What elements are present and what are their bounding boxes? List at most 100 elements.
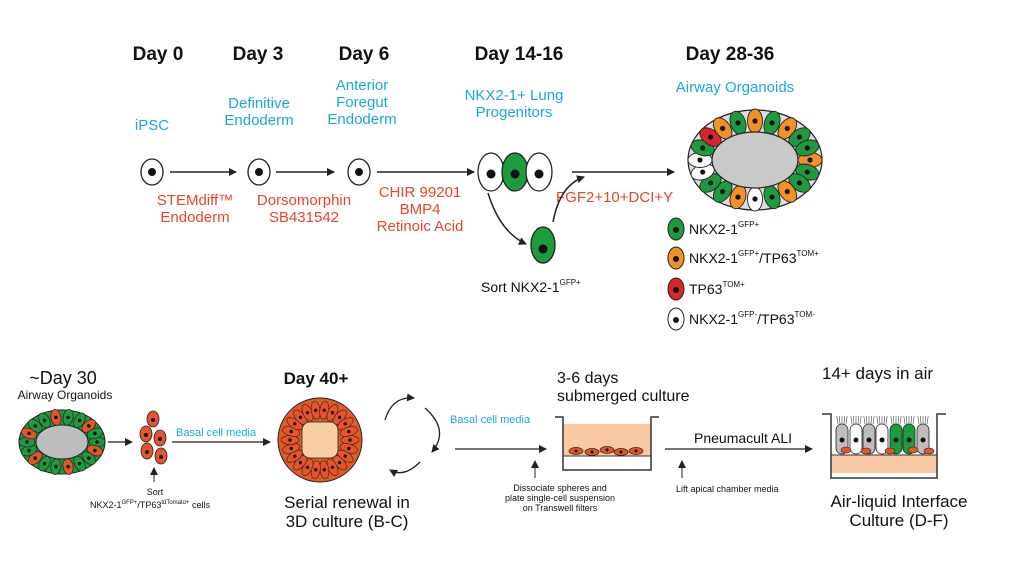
sphere-cell-nucleus xyxy=(330,411,335,415)
progenitor-cluster xyxy=(477,152,553,192)
ali-cilia xyxy=(885,415,888,425)
ali-basal-cell xyxy=(923,447,935,455)
treatment-fgf: FGF2+10+DCI+Y xyxy=(556,189,674,206)
ali-cilia xyxy=(924,415,926,425)
organoid-cell-nucleus xyxy=(720,188,726,195)
ali-cilia xyxy=(906,415,908,425)
sorted-green-cell xyxy=(530,226,556,264)
ali-cell-nucleus xyxy=(893,437,899,443)
legend-swatch-green xyxy=(667,217,685,241)
dissociate-label: Dissociate spheres and plate single-cell… xyxy=(504,483,616,514)
day-6-label: Day 6 xyxy=(338,44,390,65)
small-organoid-cell-nucleus xyxy=(93,448,97,453)
stage-definitive-endoderm: Definitive Endoderm xyxy=(224,95,294,129)
sort-cells-label: NKX2-1GFP+/TP63tdTomato+ cells xyxy=(89,500,211,510)
organoid-cell-nucleus xyxy=(804,169,810,175)
sphere-cell-nucleus xyxy=(330,465,335,469)
legend-label-2: TP63TOM+ xyxy=(689,280,745,297)
basal-sphere xyxy=(277,397,363,483)
small-organoid-cell-nucleus xyxy=(33,424,37,428)
organoid-cell-nucleus xyxy=(796,134,803,140)
ali-cilia xyxy=(850,415,853,425)
basal-media-label-2: Basal cell media xyxy=(450,414,531,426)
day-28-36-label: Day 28-36 xyxy=(685,44,775,65)
arrow-sort-to-expand xyxy=(552,175,585,223)
organoid-cell-nucleus xyxy=(796,180,803,186)
sphere-cell-nucleus xyxy=(289,446,293,451)
ali-cilia xyxy=(899,415,902,425)
small-organoid-cell-nucleus xyxy=(33,456,37,460)
sphere-cell-nucleus xyxy=(337,460,342,465)
ali-cilia xyxy=(912,415,915,425)
ali-cilia xyxy=(853,415,855,425)
organoid-cell-nucleus xyxy=(697,157,703,163)
small-organoid-cell-nucleus xyxy=(27,431,31,436)
ali-cilia xyxy=(893,415,895,425)
ali-cilia xyxy=(890,415,893,425)
ali-cell-nucleus xyxy=(866,437,872,443)
day-40-label: Day 40+ xyxy=(283,369,349,388)
ali-cilia xyxy=(857,415,859,425)
ali-cilia xyxy=(872,415,875,425)
small-organoid-cell-nucleus xyxy=(42,418,47,423)
ali-basal-cell xyxy=(860,447,872,455)
small-organoid-cell-nucleus xyxy=(77,418,82,423)
sphere-cell-nucleus xyxy=(298,460,303,465)
renewal-arrow-bottom xyxy=(389,461,421,477)
sphere-cell-nucleus xyxy=(322,408,326,413)
small-organoid-cell-nucleus xyxy=(77,461,82,466)
ali-cilia xyxy=(903,415,906,425)
ali-cilia xyxy=(859,415,862,425)
basal-media-label-1: Basal cell media xyxy=(176,427,257,439)
serial-renewal-label: Serial renewal in 3D culture (B-C) xyxy=(284,493,410,532)
transwell-ali xyxy=(822,413,946,479)
organoid-cell-nucleus xyxy=(784,125,790,132)
ali-cilia xyxy=(883,415,885,425)
stage-anterior-foregut-endoderm: Anterior Foregut Endoderm xyxy=(327,77,397,128)
organoid-cell-nucleus xyxy=(707,180,714,186)
small-organoid-cell-nucleus xyxy=(87,456,91,460)
ali-cell-nucleus xyxy=(839,437,845,443)
submerged-cell-nucleus xyxy=(619,450,623,454)
day-30-sub-label: Airway Organoids xyxy=(17,388,113,402)
lift-media-label: Lift apical chamber media xyxy=(676,484,779,494)
organoid-cell-nucleus xyxy=(707,134,714,140)
small-organoid-cell-nucleus xyxy=(66,464,70,469)
ali-culture-label: Air-liquid Interface Culture (D-F) xyxy=(830,492,968,531)
small-organoid-cell-nucleus xyxy=(42,461,47,466)
organoid-cell-nucleus xyxy=(752,196,758,202)
organoid-cell-nucleus xyxy=(752,118,758,124)
ali-cilia xyxy=(839,415,841,425)
legend-swatch-red xyxy=(667,277,685,301)
legend-label-3: NKX2-1GFP-/TP63TOM- xyxy=(689,310,815,327)
day30-organoid xyxy=(18,409,106,475)
legend-swatch-white xyxy=(667,307,685,331)
small-organoid-cell-nucleus xyxy=(87,424,91,428)
treatment-stemdiff: STEMdiff™ Endoderm xyxy=(156,192,234,226)
ali-cilia xyxy=(879,415,881,425)
sphere-cell-nucleus xyxy=(347,446,351,451)
renewal-arrow-top xyxy=(384,393,415,421)
sphere-cell-nucleus xyxy=(298,415,303,420)
treatment-chir: CHIR 99201 BMP4 Retinoic Acid xyxy=(376,184,464,235)
organoid-cell-nucleus xyxy=(700,169,706,175)
sphere-cell-nucleus xyxy=(337,415,342,420)
air-days-label: 14+ days in air xyxy=(822,364,934,383)
sphere-cell-nucleus xyxy=(305,465,310,469)
ali-basal-cell xyxy=(884,447,896,455)
ali-cilia xyxy=(920,415,922,425)
ipsc-cell xyxy=(140,158,164,186)
foregut-cell xyxy=(347,158,371,186)
small-organoid-cell-nucleus xyxy=(54,464,58,469)
legend-label-1: NKX2-1GFP+/TP63TOM+ xyxy=(689,249,819,266)
organoid-cell-nucleus xyxy=(735,194,741,200)
ali-cell-nucleus xyxy=(879,437,885,443)
day-30-label: ~Day 30 xyxy=(29,368,97,388)
submerged-cell-nucleus xyxy=(634,449,638,453)
ali-cilia xyxy=(836,415,839,425)
small-organoid-cell-nucleus xyxy=(54,415,58,420)
sphere-cell-nucleus xyxy=(343,422,347,426)
treatment-dorsomorphin: Dorsomorphin SB431542 xyxy=(256,192,352,226)
ali-cilia xyxy=(876,415,879,425)
